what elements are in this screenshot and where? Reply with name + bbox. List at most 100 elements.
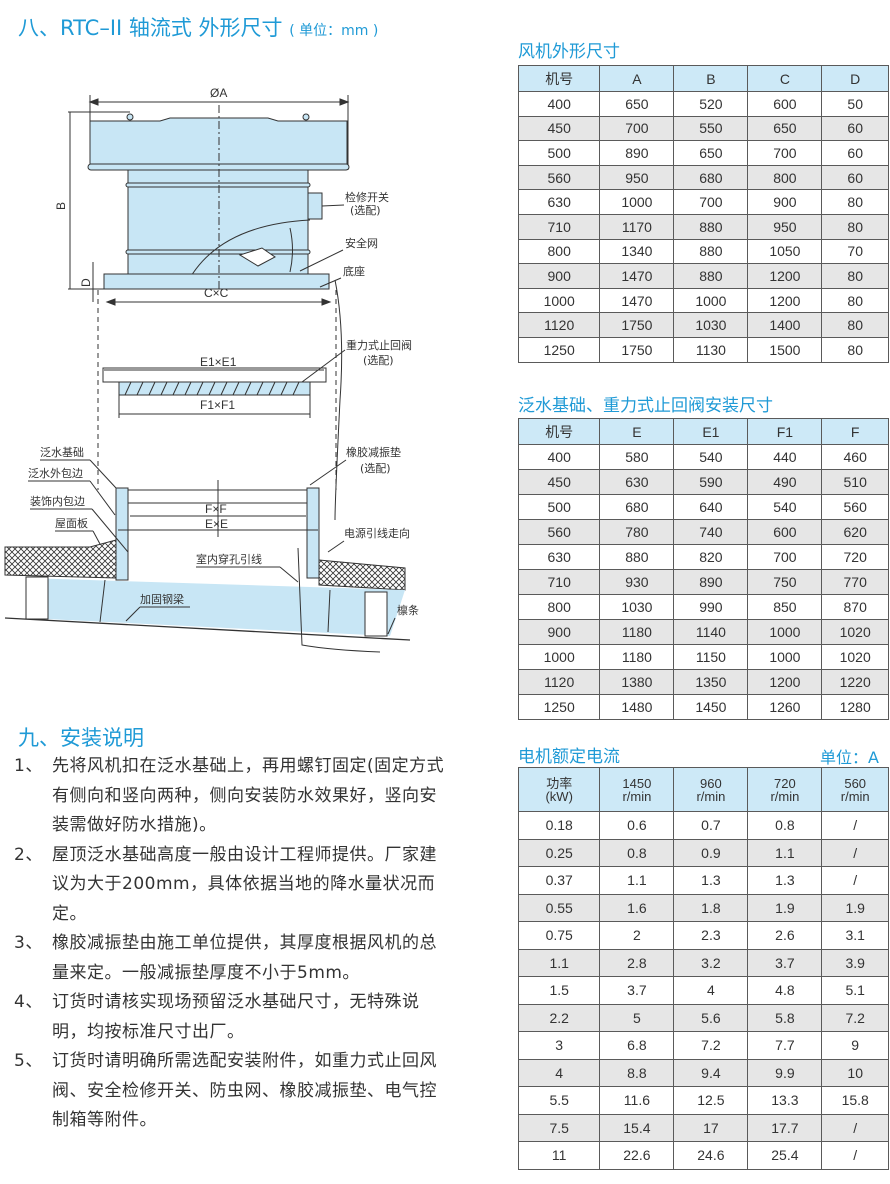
table-cell: 1.1 (747, 838, 823, 867)
table-cell: 12.5 (673, 1086, 749, 1115)
table-cell: 70 (821, 238, 889, 265)
column-header: E1 (673, 418, 749, 445)
table-cell: 1130 (673, 336, 749, 363)
header-line-2: (kW) (545, 788, 573, 804)
header-line-1: 960 (700, 775, 722, 791)
installation-instructions: 1、先将风机扣在泛水基础上，再用螺钉固定(固定方式有侧向和竖向两种，侧向安装防水… (14, 752, 454, 1136)
label-rubber-pad: 橡胶减振垫 (346, 445, 401, 459)
label-gravity-damper-opt: (选配) (363, 354, 394, 367)
table-cell: / (821, 866, 889, 895)
table-cell: 1.5 (517, 976, 601, 1005)
table-cell: 1170 (599, 213, 675, 240)
table-cell: 450 (517, 115, 601, 142)
table-cell: 3.2 (673, 948, 749, 977)
table-cell: 1500 (747, 336, 823, 363)
table-cell: 700 (747, 140, 823, 166)
instruction-item: 4、订货时请核实现场预留泛水基础尺寸，无特殊说明，均按标准尺寸出厂。 (14, 988, 454, 1047)
table-cell: 1180 (599, 644, 675, 670)
table-cell: 9.9 (747, 1058, 823, 1087)
table-cell: 80 (821, 336, 889, 363)
table-cell: 540 (747, 494, 823, 520)
label-indoor-wire: 室内穿孔引线 (196, 552, 262, 566)
dim-e1xe1: E1×E1 (200, 355, 237, 369)
table-cell: 1.3 (673, 866, 749, 895)
instruction-text: 屋顶泛水基础高度一般由设计工程师提供。厂家建议为大于200mm，具体依据当地的降… (52, 844, 437, 924)
table-cell: 80 (821, 213, 889, 240)
table-cell: 3.1 (821, 921, 889, 950)
dim-a: ØA (210, 86, 227, 100)
table-cell: 950 (599, 164, 675, 191)
instruction-item: 1、先将风机扣在泛水基础上，再用螺钉固定(固定方式有侧向和竖向两种，侧向安装防水… (14, 752, 454, 841)
label-base: 底座 (343, 264, 365, 278)
table-cell: 550 (673, 115, 749, 142)
table-cell: 2.2 (517, 1003, 601, 1032)
table-cell: 600 (747, 91, 823, 117)
table-cell: 800 (747, 164, 823, 191)
table-cell: 80 (821, 287, 889, 314)
table-cell: 440 (747, 444, 823, 470)
table-cell: 5.5 (517, 1086, 601, 1115)
table-cell: 5.6 (673, 1003, 749, 1032)
table-cell: 900 (517, 619, 601, 645)
table-cell: 680 (599, 494, 675, 520)
table-cell: 1030 (599, 594, 675, 620)
table-cell: 5.8 (747, 1003, 823, 1032)
label-purlin: 檩条 (397, 603, 419, 617)
table-cell: 9 (821, 1031, 889, 1060)
table-cell: 1480 (599, 694, 675, 720)
table-cell: 800 (517, 594, 601, 620)
table-cell: 50 (821, 91, 889, 117)
fan-dimensions-title: 风机外形尺寸 (518, 42, 620, 62)
dim-cxc: C×C (204, 286, 229, 300)
table-cell: 890 (673, 569, 749, 595)
table-cell: 930 (599, 569, 675, 595)
table-cell: 8.8 (599, 1058, 675, 1087)
instruction-text: 订货时请核实现场预留泛水基础尺寸，无特殊说明，均按标准尺寸出厂。 (52, 992, 420, 1042)
table-cell: 22.6 (599, 1141, 675, 1170)
table-cell: 1.8 (673, 893, 749, 922)
instruction-item: 3、橡胶减振垫由施工单位提供，其厚度根据风机的总量来定。一般减振垫厚度不小于5m… (14, 929, 454, 988)
table-cell: 0.37 (517, 866, 601, 895)
table-cell: 650 (747, 115, 823, 142)
table-cell: 1750 (599, 336, 675, 363)
instruction-text: 订货时请明确所需选配安装附件，如重力式止回风阀、安全检修开关、防虫网、橡胶减振垫… (52, 1051, 437, 1130)
table-cell: 650 (673, 140, 749, 166)
label-roof-panel: 屋面板 (55, 516, 88, 530)
label-safety-net: 安全网 (345, 236, 378, 250)
section-9-title: 九、安装说明 (18, 726, 144, 750)
section-8-title-text: 八、RTC–II 轴流式 外形尺寸 (18, 16, 283, 40)
table-cell: 560 (821, 494, 889, 520)
table-cell: 560 (517, 164, 601, 191)
table-cell: 1380 (599, 669, 675, 695)
table-cell: 6.8 (599, 1031, 675, 1060)
table-cell: 15.8 (821, 1086, 889, 1115)
table-cell: 1140 (673, 619, 749, 645)
table-cell: 850 (747, 594, 823, 620)
table-cell: 0.75 (517, 921, 601, 950)
table-cell: 1340 (599, 238, 675, 265)
dim-d: D (79, 278, 93, 287)
table-cell: 11.6 (599, 1086, 675, 1115)
table-cell: 4 (517, 1058, 601, 1087)
motor-current-unit: 单位：A (820, 748, 879, 767)
